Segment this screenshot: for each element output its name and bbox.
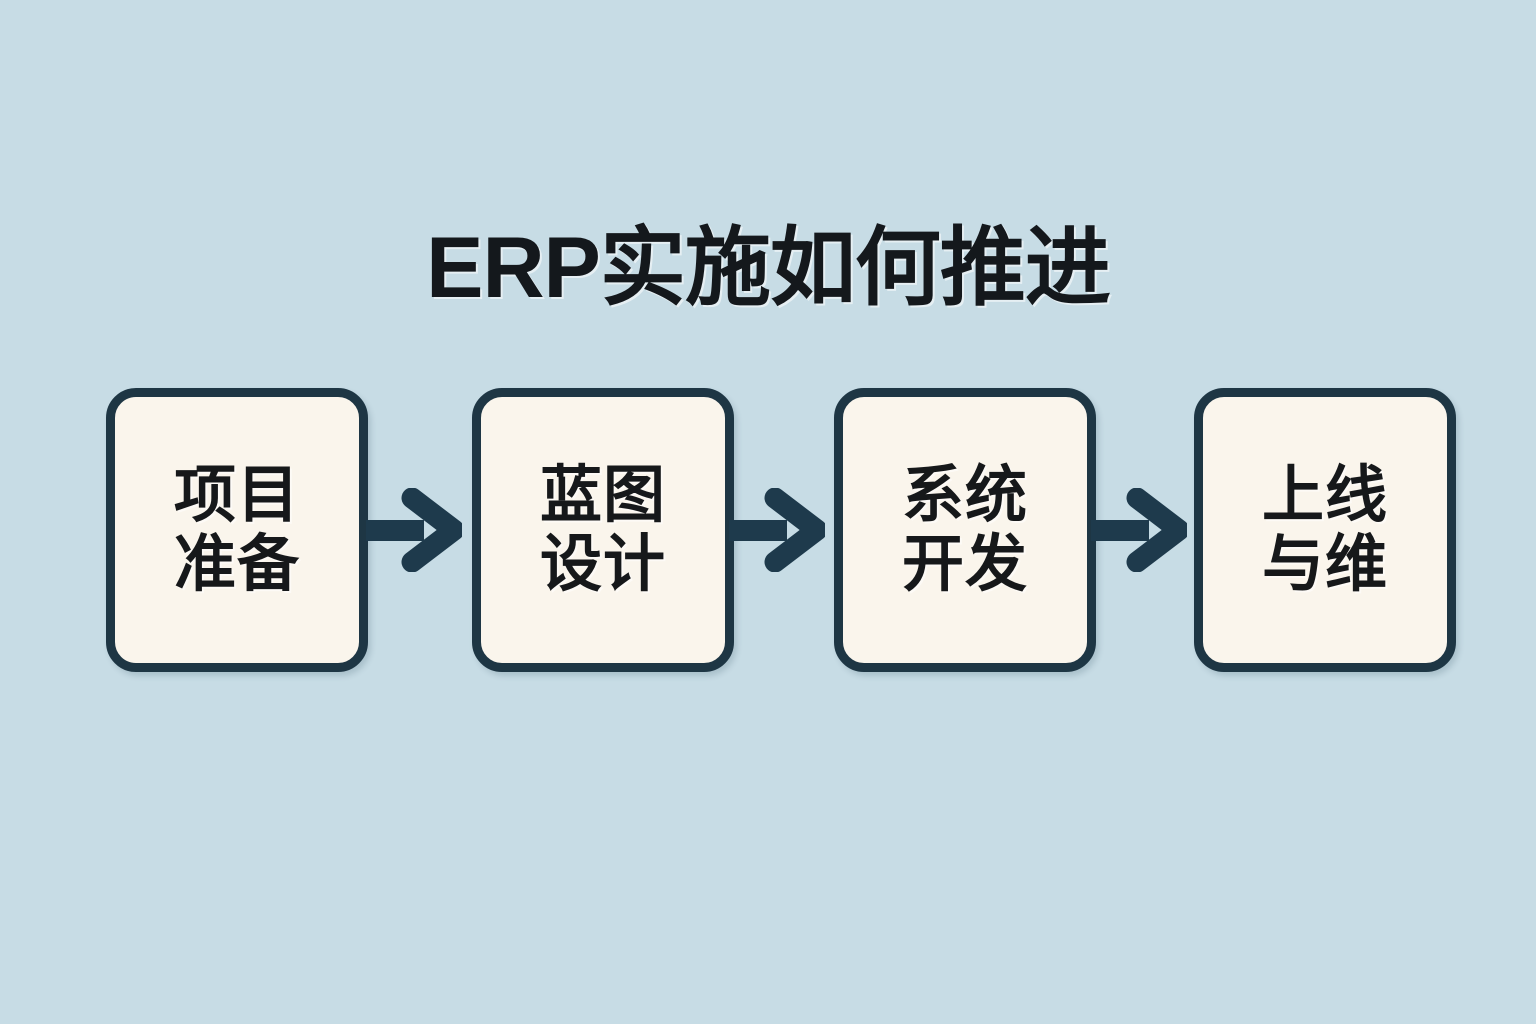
- flow-node-label: 蓝图 设计: [539, 460, 666, 599]
- process-flow: 项目 准备 蓝图 设计 系统 开发: [0, 388, 1536, 680]
- flow-node-label: 系统 开发: [901, 460, 1028, 599]
- flow-node-label: 上线 与维: [1261, 460, 1388, 599]
- flow-node-golive-maintenance[interactable]: 上线 与维: [1194, 388, 1456, 672]
- page-title: ERP实施如何推进: [426, 219, 1111, 316]
- flow-node-system-development[interactable]: 系统 开发: [834, 388, 1096, 672]
- flow-node-project-preparation[interactable]: 项目 准备: [106, 388, 368, 672]
- arrow-right-icon-2: [729, 488, 825, 572]
- flow-node-label: 项目 准备: [173, 460, 300, 599]
- flow-node-blueprint-design[interactable]: 蓝图 设计: [472, 388, 734, 672]
- arrow-right-icon-3: [1091, 488, 1187, 572]
- arrow-right-icon: [1091, 488, 1187, 572]
- arrow-right-icon: [729, 488, 825, 572]
- arrow-right-icon: [366, 488, 462, 572]
- arrow-right-icon-1: [366, 488, 462, 572]
